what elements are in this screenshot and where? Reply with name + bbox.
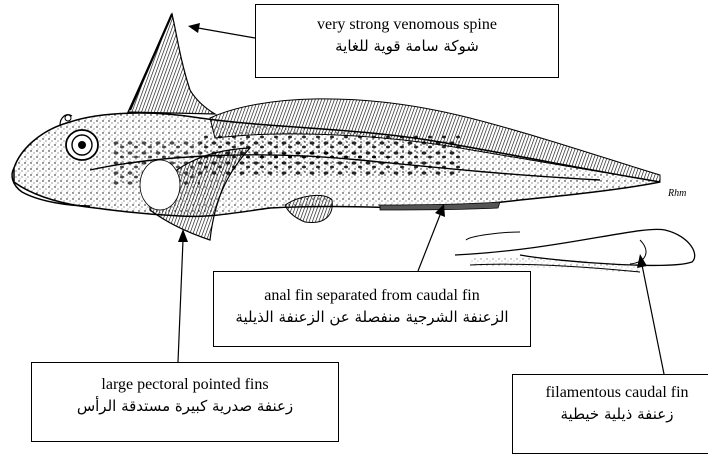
label-caudal-fin: filamentous caudal fin زعنفة ذيلية خيطية <box>512 374 708 454</box>
tail-filament <box>455 229 695 273</box>
arrow-spine <box>188 23 255 38</box>
arrow-anal <box>418 204 445 271</box>
label-venomous-spine-en: very strong venomous spine <box>256 15 558 35</box>
arrow-caudal <box>637 254 664 374</box>
label-anal-fin-en: anal fin separated from caudal fin <box>214 286 530 306</box>
label-pectoral-fins-en: large pectoral pointed fins <box>32 375 338 395</box>
label-anal-fin-ar: الزعنفة الشرجية منفصلة عن الزعنفة الذيلي… <box>214 306 530 328</box>
fish-eye <box>66 130 98 160</box>
label-caudal-fin-ar: زعنفة ذيلية خيطية <box>513 403 708 425</box>
label-venomous-spine: very strong venomous spine شوكة سامة قوي… <box>255 4 559 78</box>
label-anal-fin: anal fin separated from caudal fin الزعن… <box>213 271 531 347</box>
artist-signature: Rhm <box>667 188 686 199</box>
label-pectoral-fins: large pectoral pointed fins زعنفة صدرية … <box>31 362 339 442</box>
arrow-pectoral <box>178 229 188 362</box>
label-caudal-fin-en: filamentous caudal fin <box>513 383 708 403</box>
label-pectoral-fins-ar: زعنفة صدرية كبيرة مستدقة الرأس <box>32 395 338 417</box>
label-venomous-spine-ar: شوكة سامة قوية للغاية <box>256 35 558 57</box>
